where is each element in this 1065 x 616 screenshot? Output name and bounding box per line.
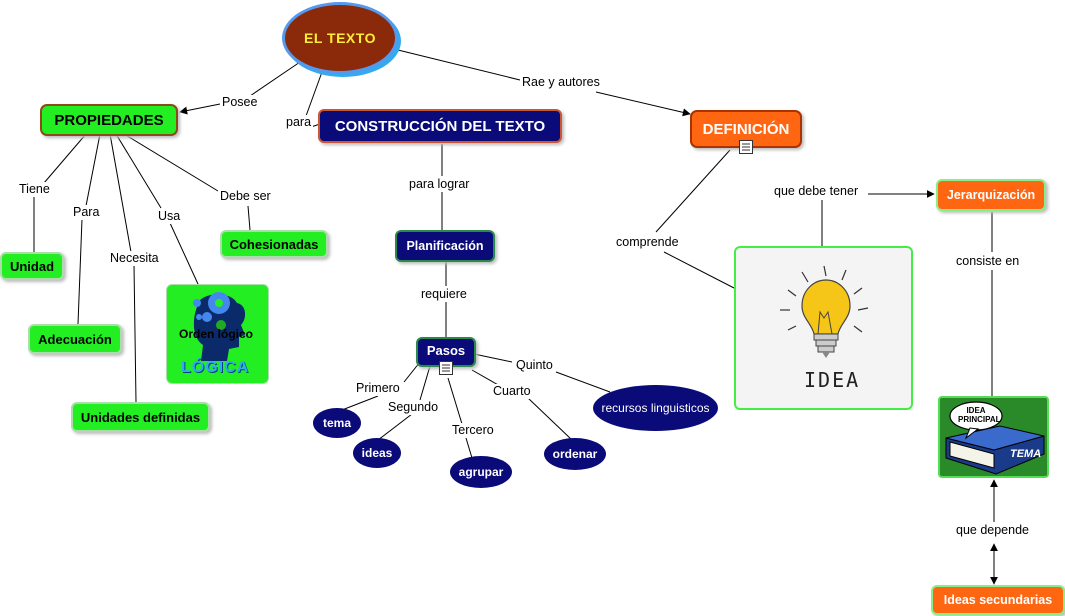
- brain-gears-icon: [193, 292, 246, 361]
- link-label-rae: Rae y autores: [520, 75, 602, 90]
- orden-logico-node[interactable]: Orden lógico LÓGICA: [166, 284, 269, 384]
- link-label-usa: Usa: [156, 209, 183, 224]
- idea-principal-label: IDEA PRINCIPAL: [958, 406, 1001, 424]
- tema-node[interactable]: tema: [313, 408, 361, 438]
- adecuacion-node[interactable]: Adecuación: [28, 324, 122, 354]
- agrupar-node[interactable]: agrupar: [450, 456, 512, 488]
- agrupar-label: agrupar: [458, 465, 504, 479]
- link-label-necesita: Necesita: [108, 251, 161, 266]
- link-label-consiste-en: consiste en: [954, 254, 1022, 269]
- link-label-tercero: Tercero: [450, 423, 496, 438]
- book-icon: [945, 401, 1045, 475]
- link-label-para2: Para: [71, 205, 102, 220]
- link-label-quinto: Quinto: [514, 358, 555, 373]
- orden-logico-label: Orden lógico: [179, 327, 254, 341]
- link-label-segundo: Segundo: [386, 400, 441, 415]
- link-label-para: para: [284, 115, 314, 130]
- el-texto-label: EL TEXTO: [304, 30, 376, 46]
- unidades-definidas-label: Unidades definidas: [80, 409, 201, 425]
- unidades-definidas-node[interactable]: Unidades definidas: [71, 402, 210, 432]
- ideas-secundarias-node[interactable]: Ideas secundarias: [931, 585, 1065, 615]
- recursos-linguisticos-node[interactable]: recursos linguisticos: [593, 385, 718, 431]
- ideas-secundarias-label: Ideas secundarias: [943, 593, 1053, 607]
- construccion-node[interactable]: CONSTRUCCIÓN DEL TEXTO: [318, 109, 562, 143]
- cohesionadas-node[interactable]: Cohesionadas: [220, 230, 328, 258]
- logica-word: LÓGICA: [181, 359, 250, 376]
- tema-label: tema: [322, 416, 351, 430]
- definicion-label: DEFINICIÓN: [702, 120, 790, 138]
- construccion-label: CONSTRUCCIÓN DEL TEXTO: [334, 117, 546, 135]
- link-label-primero: Primero: [354, 381, 402, 396]
- adecuacion-label: Adecuación: [38, 331, 112, 347]
- lightbulb-icon: [780, 265, 869, 358]
- ideas-node[interactable]: ideas: [353, 438, 401, 468]
- link-label-que-depende: que depende: [954, 523, 1031, 538]
- el-texto-node[interactable]: EL TEXTO: [282, 2, 398, 74]
- tema-image-node[interactable]: IDEA PRINCIPAL TEMA: [938, 396, 1049, 478]
- link-label-que-debe-tener: que debe tener: [772, 184, 861, 199]
- link-label-debe-ser: Debe ser: [218, 189, 273, 204]
- ordenar-node[interactable]: ordenar: [544, 438, 606, 470]
- planificacion-label: Planificación: [406, 239, 484, 253]
- link-label-requiere: requiere: [419, 287, 469, 302]
- ideas-label: ideas: [361, 446, 393, 460]
- tema-word: TEMA: [1010, 448, 1042, 460]
- unidad-node[interactable]: Unidad: [0, 252, 64, 280]
- pasos-label: Pasos: [426, 343, 466, 358]
- idea-word: IDEA: [804, 368, 861, 392]
- link-label-posee: Posee: [220, 95, 260, 110]
- idea-image-node[interactable]: IDEA: [734, 246, 913, 410]
- planificacion-node[interactable]: Planificación: [395, 230, 495, 262]
- pasos-node[interactable]: Pasos: [416, 337, 476, 367]
- propiedades-label: PROPIEDADES: [54, 111, 164, 129]
- link-label-comprende: comprende: [614, 235, 681, 250]
- cohesionadas-label: Cohesionadas: [229, 236, 319, 252]
- document-icon[interactable]: [439, 361, 453, 375]
- propiedades-node[interactable]: PROPIEDADES: [40, 104, 178, 136]
- document-icon[interactable]: [739, 140, 753, 154]
- jerarquizacion-node[interactable]: Jerarquización: [936, 179, 1046, 211]
- link-label-cuarto: Cuarto: [491, 384, 533, 399]
- recursos-linguisticos-label: recursos linguisticos: [601, 401, 710, 415]
- link-label-para-lograr: para lograr: [407, 177, 472, 192]
- jerarquizacion-label: Jerarquización: [946, 188, 1036, 202]
- unidad-label: Unidad: [9, 258, 55, 274]
- link-label-tiene: Tiene: [17, 182, 52, 197]
- ordenar-label: ordenar: [552, 447, 598, 461]
